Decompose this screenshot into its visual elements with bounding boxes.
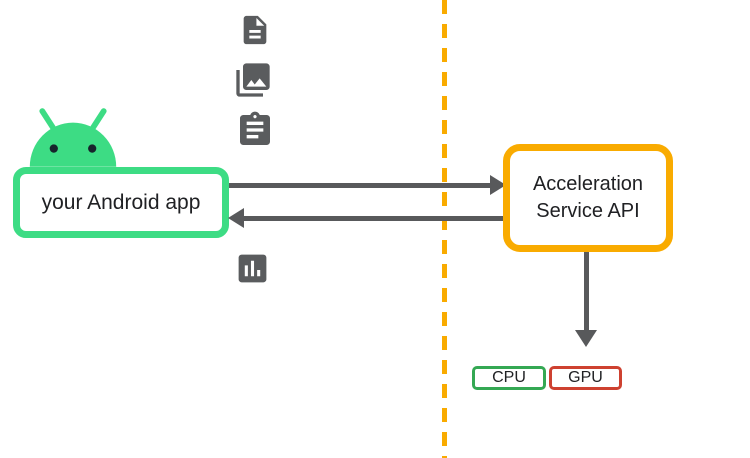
- gpu-label: GPU: [568, 369, 603, 386]
- response-arrow-shaft: [244, 216, 505, 221]
- response-arrow-head-icon: [228, 208, 244, 228]
- android-app-label: your Android app: [41, 190, 201, 214]
- process-boundary-dashed-line: [442, 0, 447, 458]
- cpu-chip: CPU: [472, 366, 546, 390]
- hardware-arrow-shaft: [584, 252, 589, 331]
- android-app-box: your Android app: [13, 167, 229, 238]
- request-arrow-shaft: [229, 183, 491, 188]
- android-robot-icon: [29, 108, 117, 167]
- hardware-arrow-head-icon: [575, 330, 597, 347]
- acceleration-service-label: Acceleration Service API: [532, 173, 644, 222]
- clipboard-icon: [240, 111, 270, 145]
- photo-library-icon: [236, 63, 270, 97]
- bar-chart-icon: [238, 254, 267, 283]
- document-icon: [243, 15, 267, 45]
- request-arrow-head-icon: [490, 175, 506, 195]
- cpu-label: CPU: [492, 369, 526, 386]
- acceleration-service-box: Acceleration Service API: [503, 144, 673, 252]
- gpu-chip: GPU: [549, 366, 622, 390]
